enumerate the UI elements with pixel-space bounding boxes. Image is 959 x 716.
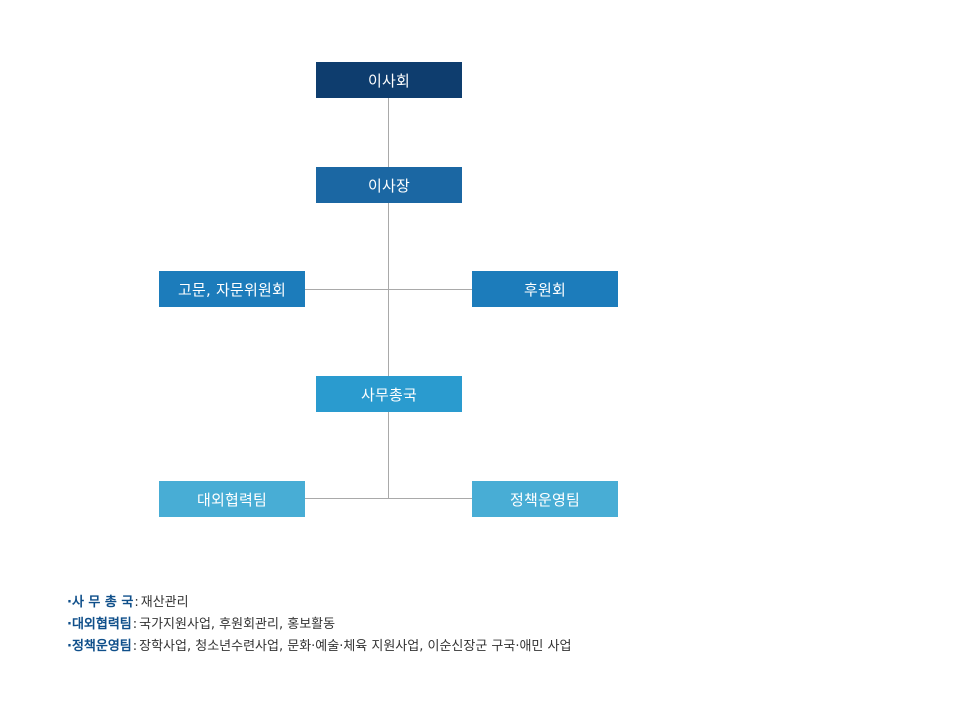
org-node-secretariat: 사무총국 [316,376,462,412]
connector-horizontal-teams [305,498,472,499]
legend-key: ·사 무 총 국 [67,595,134,610]
org-node-board: 이사회 [316,62,462,98]
connector-vertical-main [388,98,389,499]
org-node-policy-team-label: 정책운영팀 [509,490,580,509]
legend-separator: : [132,639,138,654]
legend-description: 국가지원사업, 후원회관리, 홍보활동 [139,617,336,632]
legend-row-external-team: ·대외협력팀:국가지원사업, 후원회관리, 홍보활동 [67,614,571,636]
org-node-board-label: 이사회 [367,71,410,90]
org-node-secretariat-label: 사무총국 [360,385,417,404]
legend-description: 장학사업, 청소년수련사업, 문화·예술·체육 지원사업, 이순신장군 구국·애… [139,639,572,654]
legend-row-secretariat: ·사 무 총 국:재산관리 [67,592,571,614]
org-node-advisory-label: 고문, 자문위원회 [178,280,286,299]
org-node-chairman: 이사장 [316,167,462,203]
org-node-advisory: 고문, 자문위원회 [159,271,305,307]
org-node-external-team: 대외협력팀 [159,481,305,517]
legend-separator: : [132,617,138,632]
legend-key: ·대외협력팀 [67,617,132,632]
legend-separator: : [134,595,139,610]
org-node-external-team-label: 대외협력팀 [196,490,267,509]
org-node-chairman-label: 이사장 [367,176,410,195]
legend-description: 재산관리 [140,595,189,610]
org-node-supporters: 후원회 [472,271,618,307]
legend-row-policy-team: ·정책운영팀:장학사업, 청소년수련사업, 문화·예술·체육 지원사업, 이순신… [67,636,571,658]
legend-key: ·정책운영팀 [67,639,132,654]
legend: ·사 무 총 국:재산관리 ·대외협력팀:국가지원사업, 후원회관리, 홍보활동… [67,592,571,658]
org-node-policy-team: 정책운영팀 [472,481,618,517]
org-node-supporters-label: 후원회 [523,280,566,299]
connector-horizontal-advisory [305,289,472,290]
